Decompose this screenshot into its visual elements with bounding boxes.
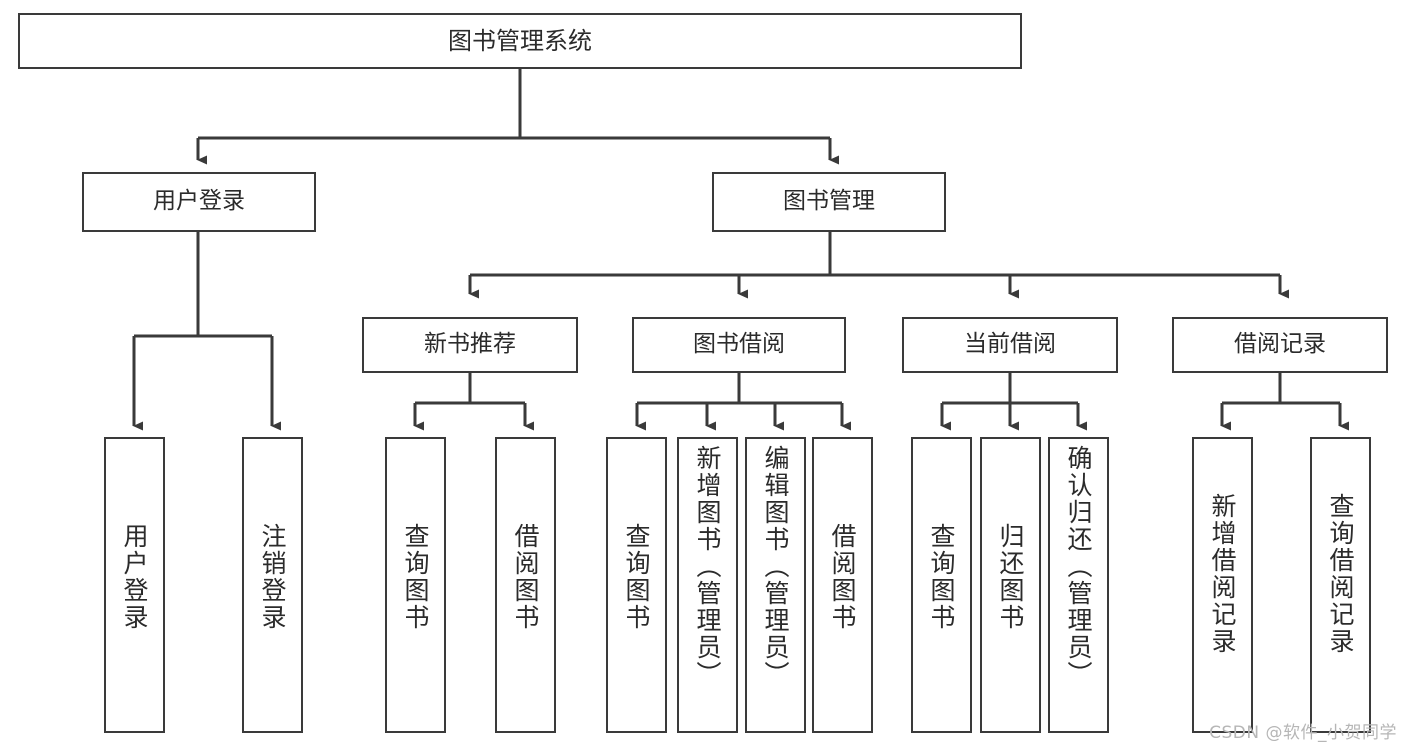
- node-label: 新增图书（管理员）: [693, 445, 722, 688]
- node-label: 用户登录: [120, 523, 149, 631]
- node-label: 新书推荐: [424, 331, 516, 358]
- node-label: 查询借阅记录: [1326, 493, 1355, 655]
- leaf-user-login[interactable]: 用户登录: [104, 437, 165, 733]
- node-label: 用户登录: [153, 188, 245, 215]
- leaf-return-book[interactable]: 归还图书: [980, 437, 1041, 733]
- node-user-login[interactable]: 用户登录: [82, 172, 316, 232]
- node-label: 图书管理: [783, 188, 875, 215]
- node-label: 注销登录: [258, 523, 287, 631]
- node-borrow-records[interactable]: 借阅记录: [1172, 317, 1388, 373]
- watermark: CSDN @软件_小贺同学: [1209, 723, 1397, 743]
- node-label: 查询图书: [622, 523, 651, 631]
- node-label: 确认归还（管理员）: [1064, 445, 1093, 688]
- node-label: 借阅记录: [1234, 331, 1326, 358]
- node-label: 图书借阅: [693, 331, 785, 358]
- node-label: 借阅图书: [511, 523, 540, 631]
- node-label: 当前借阅: [964, 331, 1056, 358]
- node-book-management[interactable]: 图书管理: [712, 172, 946, 232]
- leaf-logout[interactable]: 注销登录: [242, 437, 303, 733]
- leaf-query-borrow-record[interactable]: 查询借阅记录: [1310, 437, 1371, 733]
- node-label: 归还图书: [996, 523, 1025, 631]
- leaf-add-borrow-record[interactable]: 新增借阅记录: [1192, 437, 1253, 733]
- node-label: 查询图书: [927, 523, 956, 631]
- node-label: 借阅图书: [828, 523, 857, 631]
- leaf-query-book-borrow[interactable]: 查询图书: [606, 437, 667, 733]
- leaf-borrow-book-recommend[interactable]: 借阅图书: [495, 437, 556, 733]
- node-root-book-management-system[interactable]: 图书管理系统: [18, 13, 1022, 69]
- node-label: 查询图书: [401, 523, 430, 631]
- leaf-query-book-current[interactable]: 查询图书: [911, 437, 972, 733]
- leaf-add-book-admin[interactable]: 新增图书（管理员）: [677, 437, 738, 733]
- node-label: 编辑图书（管理员）: [761, 445, 790, 688]
- leaf-query-book-recommend[interactable]: 查询图书: [385, 437, 446, 733]
- leaf-edit-book-admin[interactable]: 编辑图书（管理员）: [745, 437, 806, 733]
- node-label: 图书管理系统: [448, 26, 592, 55]
- node-current-borrow[interactable]: 当前借阅: [902, 317, 1118, 373]
- node-book-borrow[interactable]: 图书借阅: [632, 317, 846, 373]
- node-label: 新增借阅记录: [1208, 493, 1237, 655]
- node-new-book-recommend[interactable]: 新书推荐: [362, 317, 578, 373]
- leaf-borrow-book[interactable]: 借阅图书: [812, 437, 873, 733]
- leaf-confirm-return-admin[interactable]: 确认归还（管理员）: [1048, 437, 1109, 733]
